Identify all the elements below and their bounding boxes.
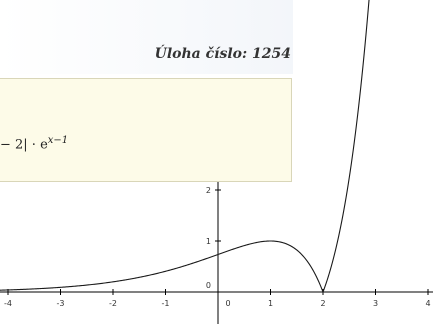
formula-exponent: x−1: [47, 135, 69, 146]
y-tick-label: 1: [206, 237, 211, 246]
header-band: [0, 0, 293, 74]
x-tick-group: -4 -3 -2 -1 0 1 2 3 4: [4, 289, 431, 308]
x-tick-label: 1: [268, 299, 273, 308]
x-tick-label: 0: [225, 299, 230, 308]
formula-main: − 2| · e: [0, 137, 48, 153]
x-tick-label: -1: [162, 299, 170, 308]
function-curve: [0, 0, 370, 294]
y-tick-group: 0 1 2: [206, 186, 221, 290]
task-label: Úloha číslo: 1254: [154, 46, 291, 62]
formula-text: − 2| · ex−1: [0, 135, 68, 152]
formula-panel: − 2| · ex−1: [0, 78, 292, 182]
x-tick-label: -4: [4, 299, 12, 308]
x-tick-label: 4: [425, 299, 430, 308]
x-tick-label: 2: [320, 299, 325, 308]
x-tick-label: -3: [57, 299, 65, 308]
x-tick-label: -2: [109, 299, 117, 308]
y-tick-label: 2: [206, 186, 211, 195]
x-tick-label: 3: [373, 299, 378, 308]
y-tick-label: 0: [206, 281, 211, 290]
